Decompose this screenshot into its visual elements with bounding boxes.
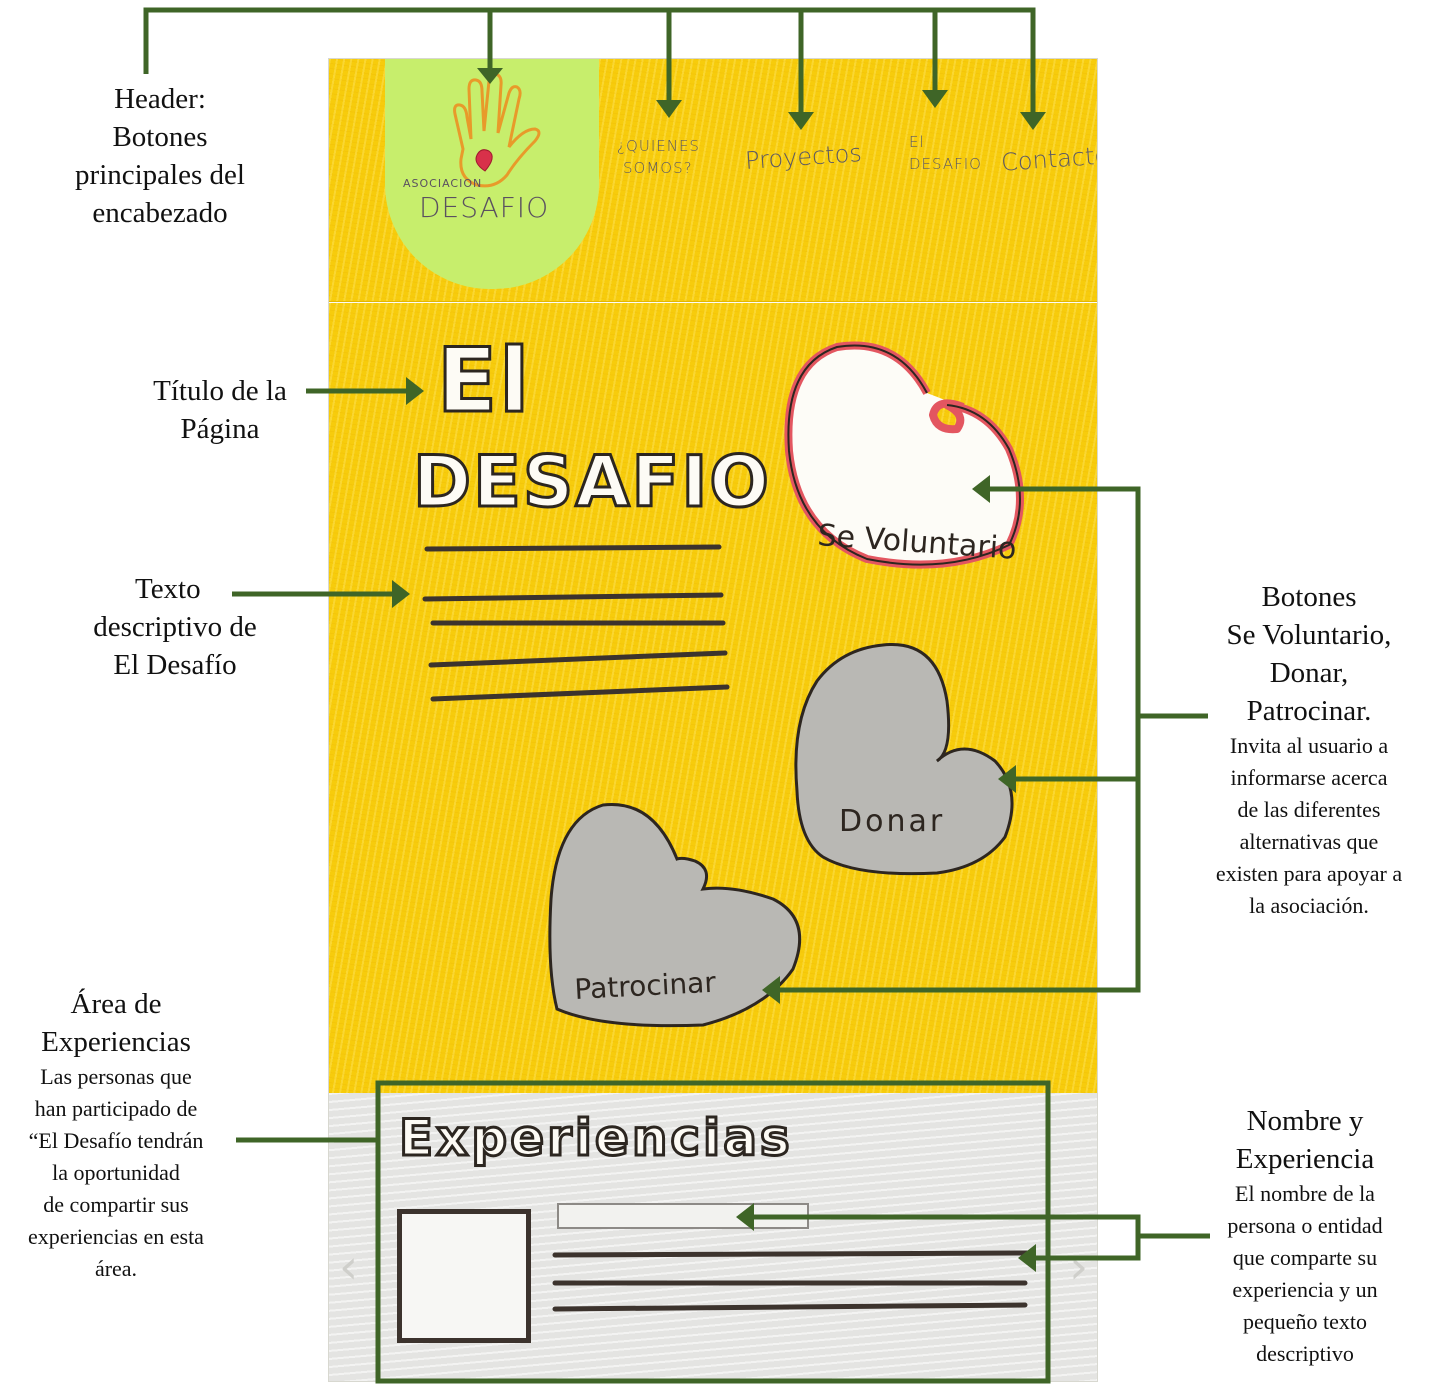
heart-patrocinar-label: Patrocinar [574, 966, 717, 1006]
annotation-buttons-title: Se Voluntario, [1226, 619, 1392, 651]
annotation-page-title-line: Página [180, 413, 260, 445]
annotation-header: Header: Botones principales del encabeza… [40, 80, 280, 232]
annotation-experiences-sub: de compartir sus [43, 1192, 189, 1217]
carousel-next-arrow[interactable]: › [1069, 1239, 1089, 1295]
annotation-experiences-sub: Las personas que [40, 1064, 192, 1089]
logo-small-text: ASOCIACION [403, 177, 483, 190]
description-lines [422, 544, 730, 702]
annotation-experiences: Área de Experiencias Las personas que ha… [0, 985, 232, 1285]
hand-heart-icon [453, 72, 541, 188]
annotation-buttons-sub: la asociación. [1249, 893, 1369, 918]
nav-quienes-line: ¿QUIENES [617, 137, 700, 155]
annotation-buttons-sub: alternativas que [1239, 829, 1379, 854]
annotation-name-experience-sub: que comparte su [1232, 1245, 1378, 1270]
annotation-header-line: principales del [75, 159, 245, 191]
logo[interactable]: ASOCIACION DESAFIO [385, 59, 599, 289]
annotation-experiences-sub: “El Desafío tendrán [28, 1128, 204, 1153]
annotation-experiences-sub: la oportunidad [52, 1160, 180, 1185]
logo-big-text: DESAFIO [419, 191, 550, 224]
heart-donar-label: Donar [839, 804, 945, 839]
nav-el-line: El [909, 133, 925, 151]
annotation-buttons-title: Botones [1261, 581, 1357, 613]
annotation-experiences-sub: área. [94, 1256, 138, 1281]
nav-quienes-somos[interactable]: ¿QUIENES SOMOS? [617, 135, 700, 179]
annotation-name-experience-title: Nombre y [1246, 1105, 1364, 1137]
annotation-description: Texto descriptivo de El Desafío [60, 570, 290, 684]
page-title-el: El [435, 328, 532, 434]
annotation-experiences-title: Área de [70, 988, 162, 1020]
annotation-description-line: Texto [135, 573, 201, 605]
annotation-buttons-sub: Invita al usuario a [1229, 733, 1389, 758]
annotation-experiences-title: Experiencias [41, 1026, 191, 1058]
annotation-name-experience-sub: descriptivo [1256, 1341, 1354, 1366]
annotation-header-title: Header: [114, 83, 206, 115]
annotation-buttons-title: Patrocinar. [1246, 695, 1372, 727]
heart-voluntario-button[interactable]: Se Voluntario [777, 331, 1037, 575]
experiences-title: Experiencias [398, 1108, 793, 1169]
annotation-name-experience-sub: experiencia y un [1232, 1277, 1378, 1302]
annotation-buttons-sub: existen para apoyar a [1215, 861, 1403, 886]
heart-donar-button[interactable]: Donar [787, 641, 1027, 881]
annotation-description-line: El Desafío [113, 649, 237, 681]
annotation-name-experience-sub: pequeño texto [1242, 1309, 1368, 1334]
nav-desafio-line: DESAFIO [909, 155, 982, 173]
annotation-name-experience: Nombre y Experiencia El nombre de la per… [1190, 1102, 1420, 1370]
annotation-buttons-sub: de las diferentes [1237, 797, 1381, 822]
wireframe-sketch: ASOCIACION DESAFIO ¿QUIENES SOMOS? Proye… [328, 58, 1098, 1382]
experience-text-lines [552, 1250, 1030, 1312]
annotation-buttons-sub: informarse acerca [1230, 765, 1388, 790]
annotation-page-title: Título de la Página [120, 372, 320, 448]
page-title-desafio: DESAFIO [412, 440, 771, 525]
nav-somos-line: SOMOS? [623, 159, 693, 177]
annotation-name-experience-sub: El nombre de la [1235, 1181, 1375, 1206]
heart-patrocinar-button[interactable]: Patrocinar [543, 789, 813, 1039]
annotation-name-experience-title: Experiencia [1235, 1143, 1375, 1175]
annotation-header-line: encabezado [92, 197, 228, 229]
annotation-header-line: Botones [112, 121, 208, 153]
nav-el-desafio[interactable]: El DESAFIO [909, 131, 982, 175]
experience-avatar-placeholder [397, 1209, 531, 1343]
annotation-experiences-sub: experiencias en esta [28, 1224, 204, 1249]
annotation-page-title-line: Título de la [153, 375, 287, 407]
annotation-description-line: descriptivo de [93, 611, 257, 643]
carousel-prev-arrow[interactable]: ‹ [339, 1239, 359, 1295]
annotation-buttons-title: Donar, [1269, 657, 1349, 689]
annotation-experiences-sub: han participado de [34, 1096, 198, 1121]
annotation-buttons: Botones Se Voluntario, Donar, Patrocinar… [1180, 578, 1438, 922]
annotation-name-experience-sub: persona o entidad [1227, 1213, 1383, 1238]
